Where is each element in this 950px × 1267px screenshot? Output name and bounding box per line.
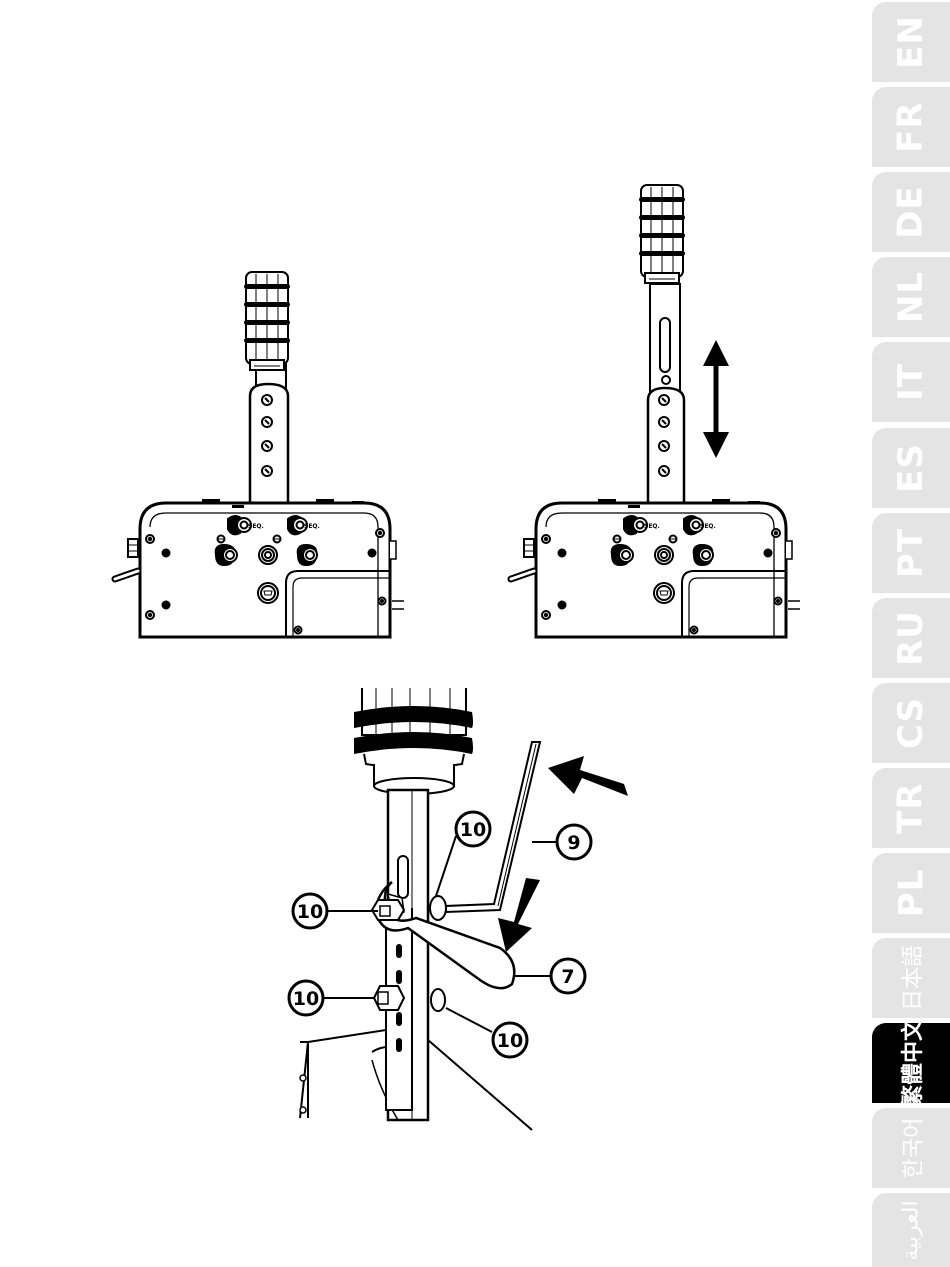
seq-port-label: SEQ.: [644, 523, 660, 530]
svg-text:10: 10: [297, 901, 323, 923]
callout-nut-left-top: 10: [293, 894, 327, 928]
svg-text:10: 10: [460, 819, 486, 841]
tab-nl[interactable]: NL: [872, 257, 950, 337]
tab-es[interactable]: ES: [872, 428, 950, 508]
tab-tr[interactable]: TR: [872, 768, 950, 848]
callout-hex-key: 9: [557, 825, 591, 859]
tab-ko[interactable]: 한국어: [872, 1108, 950, 1188]
tab-en[interactable]: EN: [872, 2, 950, 82]
svg-text:9: 9: [567, 832, 580, 854]
callout-screw-top: 10: [456, 812, 490, 846]
tab-cs[interactable]: CS: [872, 683, 950, 763]
seq-port-label: SEQ.: [248, 523, 264, 530]
callout-wrench: 7: [551, 959, 585, 993]
handbrake-illustration: SEQ. SEQ. SEQ. SEQ.: [0, 0, 870, 1267]
tab-zh-tw[interactable]: 繁體中文: [872, 1023, 950, 1103]
callout-screw-bottom: 10: [493, 1023, 527, 1057]
handbrake-low-position: SEQ. SEQ.: [115, 272, 404, 637]
callout-nut-left-bottom: 10: [289, 981, 323, 1015]
svg-text:7: 7: [561, 966, 574, 988]
seq-port-label: SEQ.: [304, 523, 320, 530]
seq-port-label: SEQ.: [700, 523, 716, 530]
tab-fr[interactable]: FR: [872, 87, 950, 167]
tab-ar[interactable]: العربية: [872, 1193, 950, 1267]
adjustment-detail: [300, 688, 628, 1130]
push-arrow-icon: [548, 756, 628, 796]
double-arrow-icon: [703, 340, 729, 458]
tab-ja[interactable]: 日本語: [872, 938, 950, 1018]
tab-it[interactable]: IT: [872, 342, 950, 422]
tab-de[interactable]: DE: [872, 172, 950, 252]
svg-text:10: 10: [293, 988, 319, 1010]
handbrake-high-position: SEQ. SEQ.: [511, 185, 800, 637]
tab-pl[interactable]: PL: [872, 853, 950, 933]
tab-pt[interactable]: PT: [872, 513, 950, 593]
language-tabs: EN FR DE NL IT ES PT RU CS TR PL 日本語 繁體中…: [872, 0, 950, 1267]
tab-ru[interactable]: RU: [872, 598, 950, 678]
svg-text:10: 10: [497, 1030, 523, 1052]
